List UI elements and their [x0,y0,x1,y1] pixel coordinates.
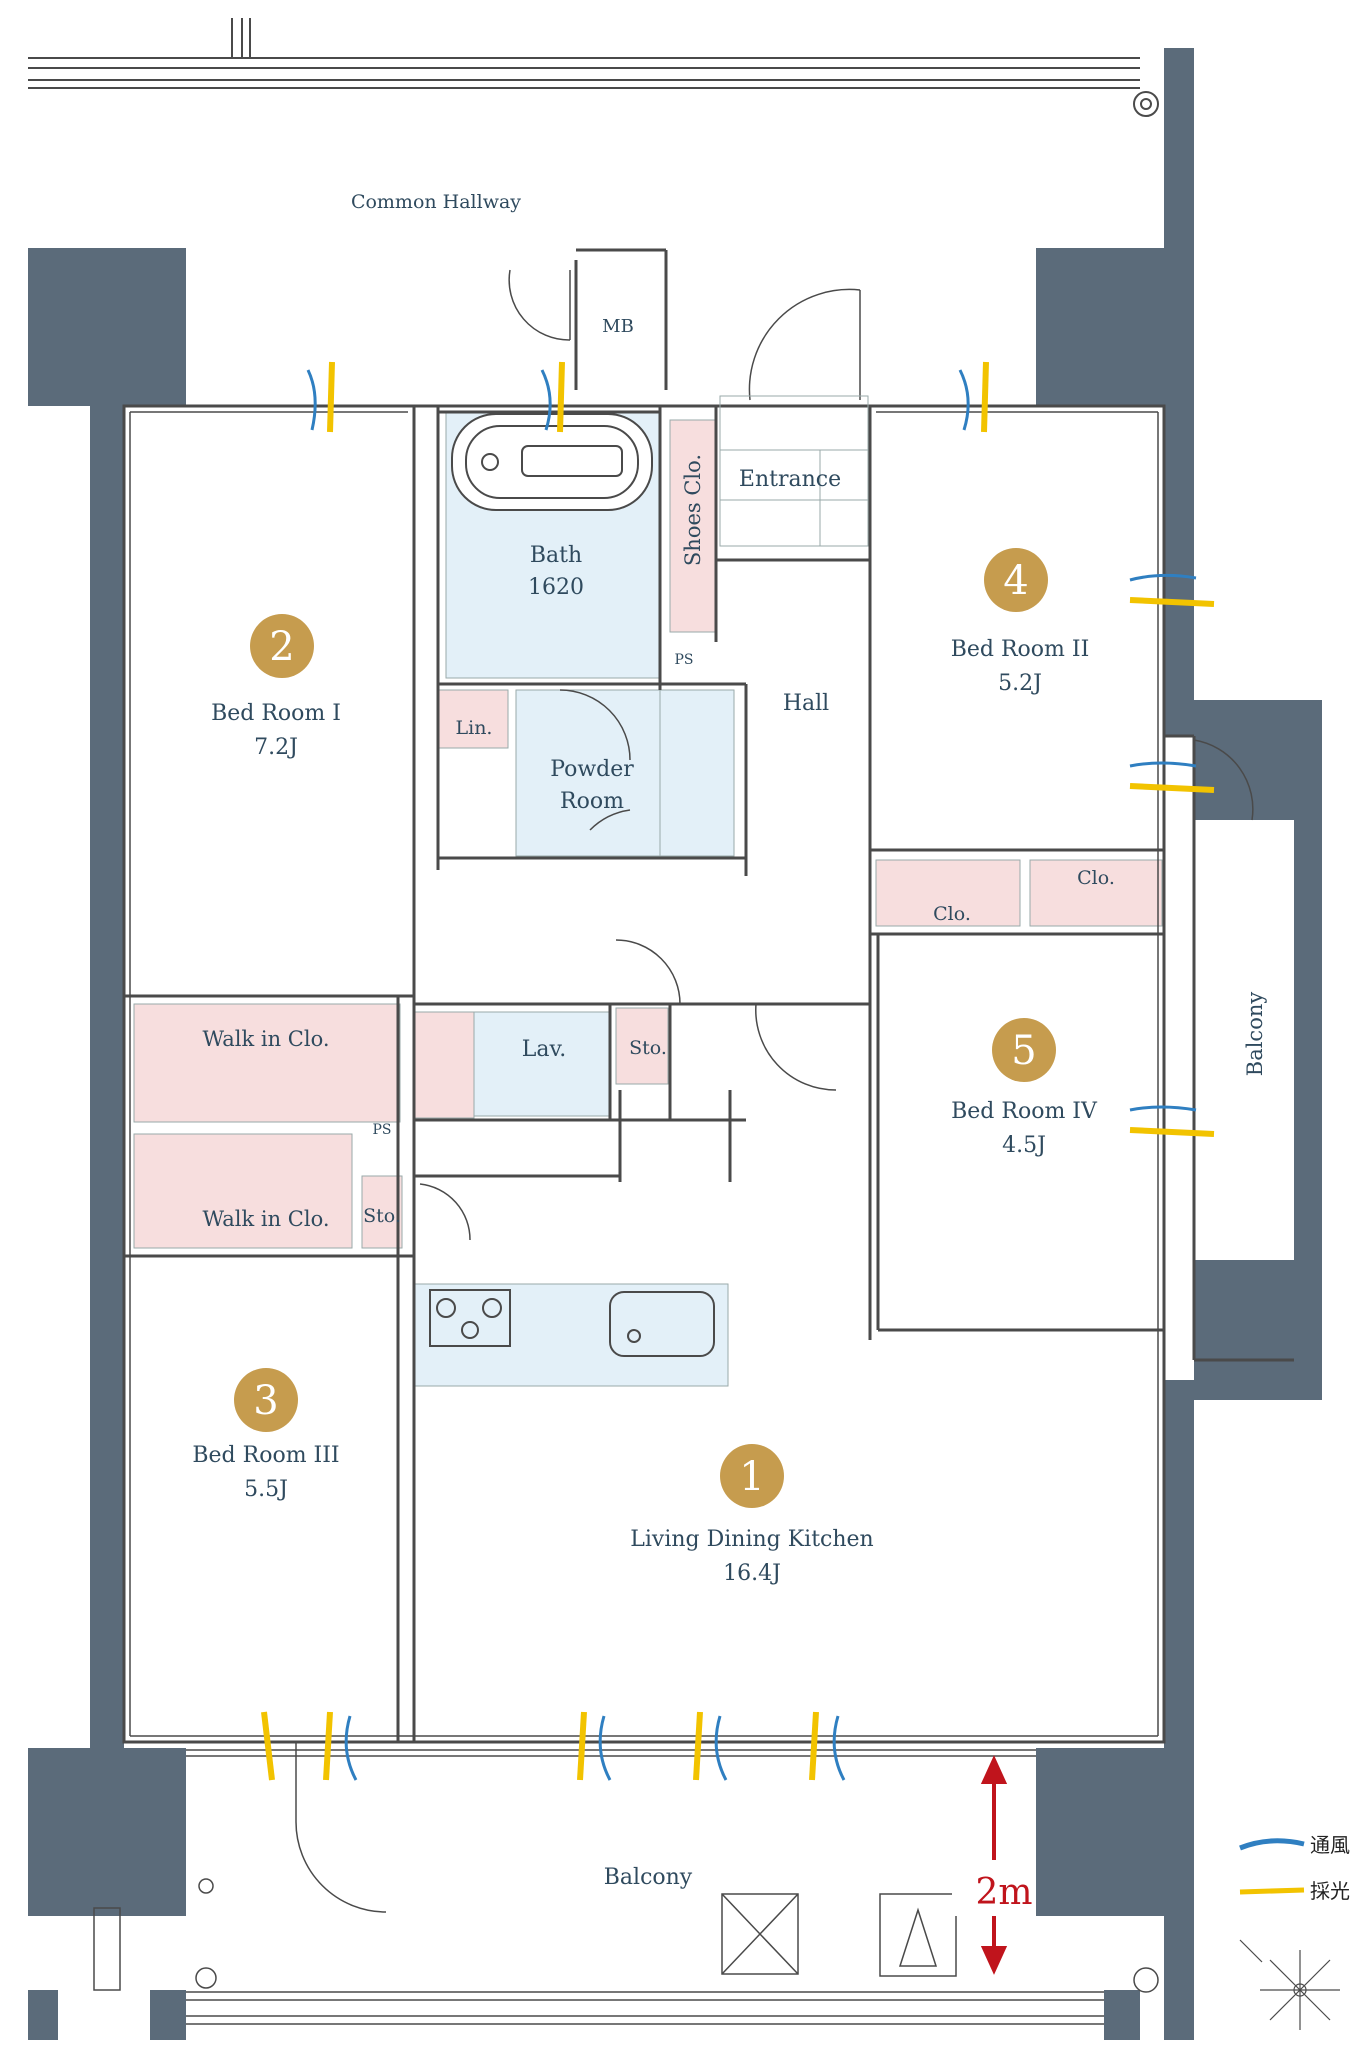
badge-3 [234,1368,298,1432]
badge-num-3: 3 [253,1378,278,1424]
common-hallway-label: Common Hallway [351,191,521,213]
dimension-arrow [980,1755,1008,1975]
door-swings [295,269,1254,1913]
room-badges [234,548,1056,1508]
entrance-floor [719,395,869,547]
badge-4 [984,548,1048,612]
powder-room-label-1: Powder [550,757,634,782]
room-size-2: 7.2J [254,735,298,760]
badge-num-4: 4 [1003,558,1028,604]
wind-light-markers [261,361,1215,1781]
walls-double [129,411,1159,2025]
balcony-right-label: Balcony [1243,992,1267,1077]
room-size-4: 5.2J [998,671,1042,696]
dimension-label-bg [952,1860,1036,1916]
room-size-5: 4.5J [1002,1133,1046,1158]
dimension-label: 2m [975,1872,1032,1913]
entrance-label: Entrance [739,467,841,492]
legend-symbols [1239,1838,1305,1895]
room-name-5: Bed Room IV [951,1099,1098,1124]
shoes-clo-label: Shoes Clo. [681,454,705,566]
walk-in-clo-label-2: Walk in Clo. [202,1207,329,1231]
lav-label: Lav. [522,1037,567,1062]
badge-num-2: 2 [269,624,294,670]
balcony-fixtures [93,1878,1159,1993]
bath-label: Bath [530,543,582,568]
kitchen-stove [429,1289,715,1357]
compass-icon [1239,1939,1340,2030]
badge-2 [250,614,314,678]
sto-label-2: Sto. [363,1205,401,1227]
walk-in-clo-label-1: Walk in Clo. [202,1027,329,1051]
sto-label-1: Sto. [629,1037,667,1059]
balcony-bottom-label: Balcony [604,1865,693,1890]
hallway-railing [28,18,1159,117]
badge-numbers: 1 2 3 4 5 [253,558,1036,1500]
room-name-4: Bed Room II [951,637,1090,662]
room-size-3: 5.5J [244,1477,288,1502]
lin-label: Lin. [456,717,493,739]
ps-label-lower: PS [372,1122,391,1138]
room-size-1: 16.4J [723,1561,781,1586]
powder-room-label-2: Room [560,789,624,814]
ps-label-upper: PS [674,652,693,668]
closet-zones [133,419,1163,1249]
structural-walls [28,48,1322,2040]
legend-wind-label: 通風 [1310,1833,1350,1857]
badge-5 [992,1018,1056,1082]
bathtub [451,413,653,511]
legend-light-label: 採光 [1310,1879,1350,1903]
clo-label-1: Clo. [933,903,971,925]
badge-num-1: 1 [739,1454,764,1500]
interior-walls [122,248,1294,1744]
clo-label-2: Clo. [1077,867,1115,889]
badge-num-5: 5 [1011,1028,1036,1074]
room-name-2: Bed Room I [211,701,341,726]
mb-label: MB [602,316,634,337]
room-name-3: Bed Room III [192,1443,339,1468]
badge-1 [720,1444,784,1508]
hall-label: Hall [783,691,829,716]
room-name-1: Living Dining Kitchen [630,1527,873,1552]
bath-size-label: 1620 [528,575,584,600]
